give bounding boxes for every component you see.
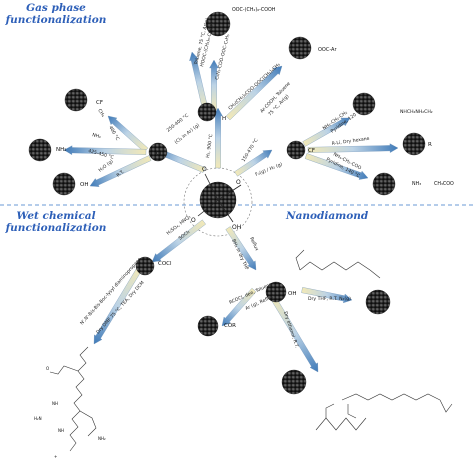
cond-c6h5: C₆H₅-COO-OOC-C₆H₅ [214, 33, 231, 80]
header-gas-phase-line1: Gas phase [26, 2, 86, 14]
lysine-chain-labels: O NH NH H₂N NH₂ + [34, 366, 106, 459]
nanodiamond-particle [288, 36, 312, 60]
nanodiamond-particle [148, 142, 168, 162]
reaction-arrow [189, 51, 209, 113]
svg-text:NH: NH [52, 401, 58, 406]
nanodiamond-particle [286, 140, 306, 160]
svg-text:O: O [191, 217, 196, 224]
nanodiamond-particle [52, 172, 76, 196]
label-oh: OH [80, 182, 88, 188]
cond-rt: R.T. [116, 169, 126, 179]
svg-text:NH₂: NH₂ [98, 436, 106, 441]
reaction-arrow [225, 65, 283, 121]
cond-ch3ch2: CH₃(CH₂)₆COO-OOC(CH₂)₆CH₃ [227, 62, 281, 112]
nanodiamond-particles [28, 11, 426, 395]
center-nanodiamond: O O OH O [191, 166, 241, 231]
arrows [63, 51, 399, 373]
header-gas-phase: Gas phase functionalization [4, 2, 108, 26]
reaction-arrow [89, 155, 152, 187]
nanodiamond-particle [28, 138, 52, 162]
svg-text:O: O [46, 366, 49, 371]
nanodiamond-particle [402, 132, 426, 156]
svg-text:OH: OH [232, 224, 241, 231]
cond-t250: 250-400 °C [166, 113, 190, 134]
reaction-arrow [151, 219, 206, 263]
label-nh3: NH₃ [412, 181, 421, 187]
label-h: H [222, 116, 226, 122]
svg-text:O: O [236, 179, 241, 186]
reaction-arrow [307, 143, 399, 153]
nanodiamond-particle [205, 11, 231, 37]
cond-h2o: H₂O (g) [98, 158, 115, 173]
nanodiamond-particle [135, 256, 155, 276]
cond-reflux: Reflux [248, 236, 260, 252]
header-gas-phase-line2: functionalization [5, 14, 107, 26]
reaction-arrow [93, 266, 143, 345]
header-wet-line1: Wet chemical [16, 210, 96, 222]
reaction-arrow [234, 149, 273, 177]
reaction-arrow [107, 115, 149, 153]
nanodiamond-particle [64, 88, 88, 112]
lysine-chain [49, 346, 97, 452]
center-circle [183, 167, 253, 237]
cond-dry-thf: Dry THF, R.T. N₂(g) [308, 296, 351, 302]
reaction-arrow [269, 294, 319, 373]
nanodiamond-particle [265, 281, 287, 303]
nanodiamond-particle [197, 315, 219, 337]
reaction-arrow [304, 153, 369, 180]
label-cf2: CF [308, 148, 315, 154]
label-ch3coo: CH₃COO [434, 181, 454, 187]
reaction-arrow [302, 117, 351, 147]
label-cl: Cl [156, 151, 162, 157]
label-oh2: OH [288, 291, 296, 297]
label-nh-chain: NHCH₂NH₂CH₂ [400, 109, 433, 115]
nanodiamond-particle [197, 102, 217, 122]
label-r: R [428, 142, 432, 148]
cond-dry-dmf: Dry DMF 75 °C, TEA, Dry DCM [95, 280, 146, 335]
cond-nh3: NH₃ [91, 132, 101, 140]
svg-text:NH: NH [58, 428, 64, 433]
cond-rli: R-Li, Dry hexane [331, 136, 370, 147]
cond-ch4: CH₄ [96, 108, 106, 119]
nanodiamond-particle [372, 172, 396, 196]
label-nh2: NH₂ [56, 147, 66, 153]
svg-text:H₂N: H₂N [34, 416, 42, 421]
reaction-arrow [301, 287, 353, 304]
label-ooc-chain: OOC-(CH₂)₆-COOH [232, 7, 276, 13]
label-cf: CF [96, 100, 103, 106]
silane-chain-bottom [341, 393, 453, 419]
header-wet-line2: functionalization [5, 222, 107, 234]
label-ooc-ar: OOC-Ar [318, 47, 337, 53]
silane-chain-lower [315, 403, 367, 431]
reaction-arrow [209, 59, 219, 111]
reaction-arrow [225, 226, 257, 271]
svg-text:O: O [202, 166, 207, 173]
nanodiamond-particle [281, 369, 307, 395]
nanodiamond-particle [365, 289, 391, 315]
label-cocl: COCl [158, 261, 172, 267]
label-cor: COR [224, 323, 236, 329]
cond-f2: F₂(g) / H₂ (g) [255, 161, 284, 177]
cond-h2: H₂, 900 °C [205, 134, 214, 159]
header-nanodiamond: Nanodiamond [286, 210, 369, 222]
header-wet-chemical: Wet chemical functionalization [4, 210, 108, 234]
svg-text:+: + [54, 454, 57, 459]
reaction-arrow [221, 287, 257, 327]
nanodiamond-particle [352, 92, 376, 116]
reaction-arrow [63, 145, 147, 155]
cond-dry-eth: Dry ethanol, R.T. [282, 311, 299, 349]
silane-chain-top [295, 249, 381, 279]
